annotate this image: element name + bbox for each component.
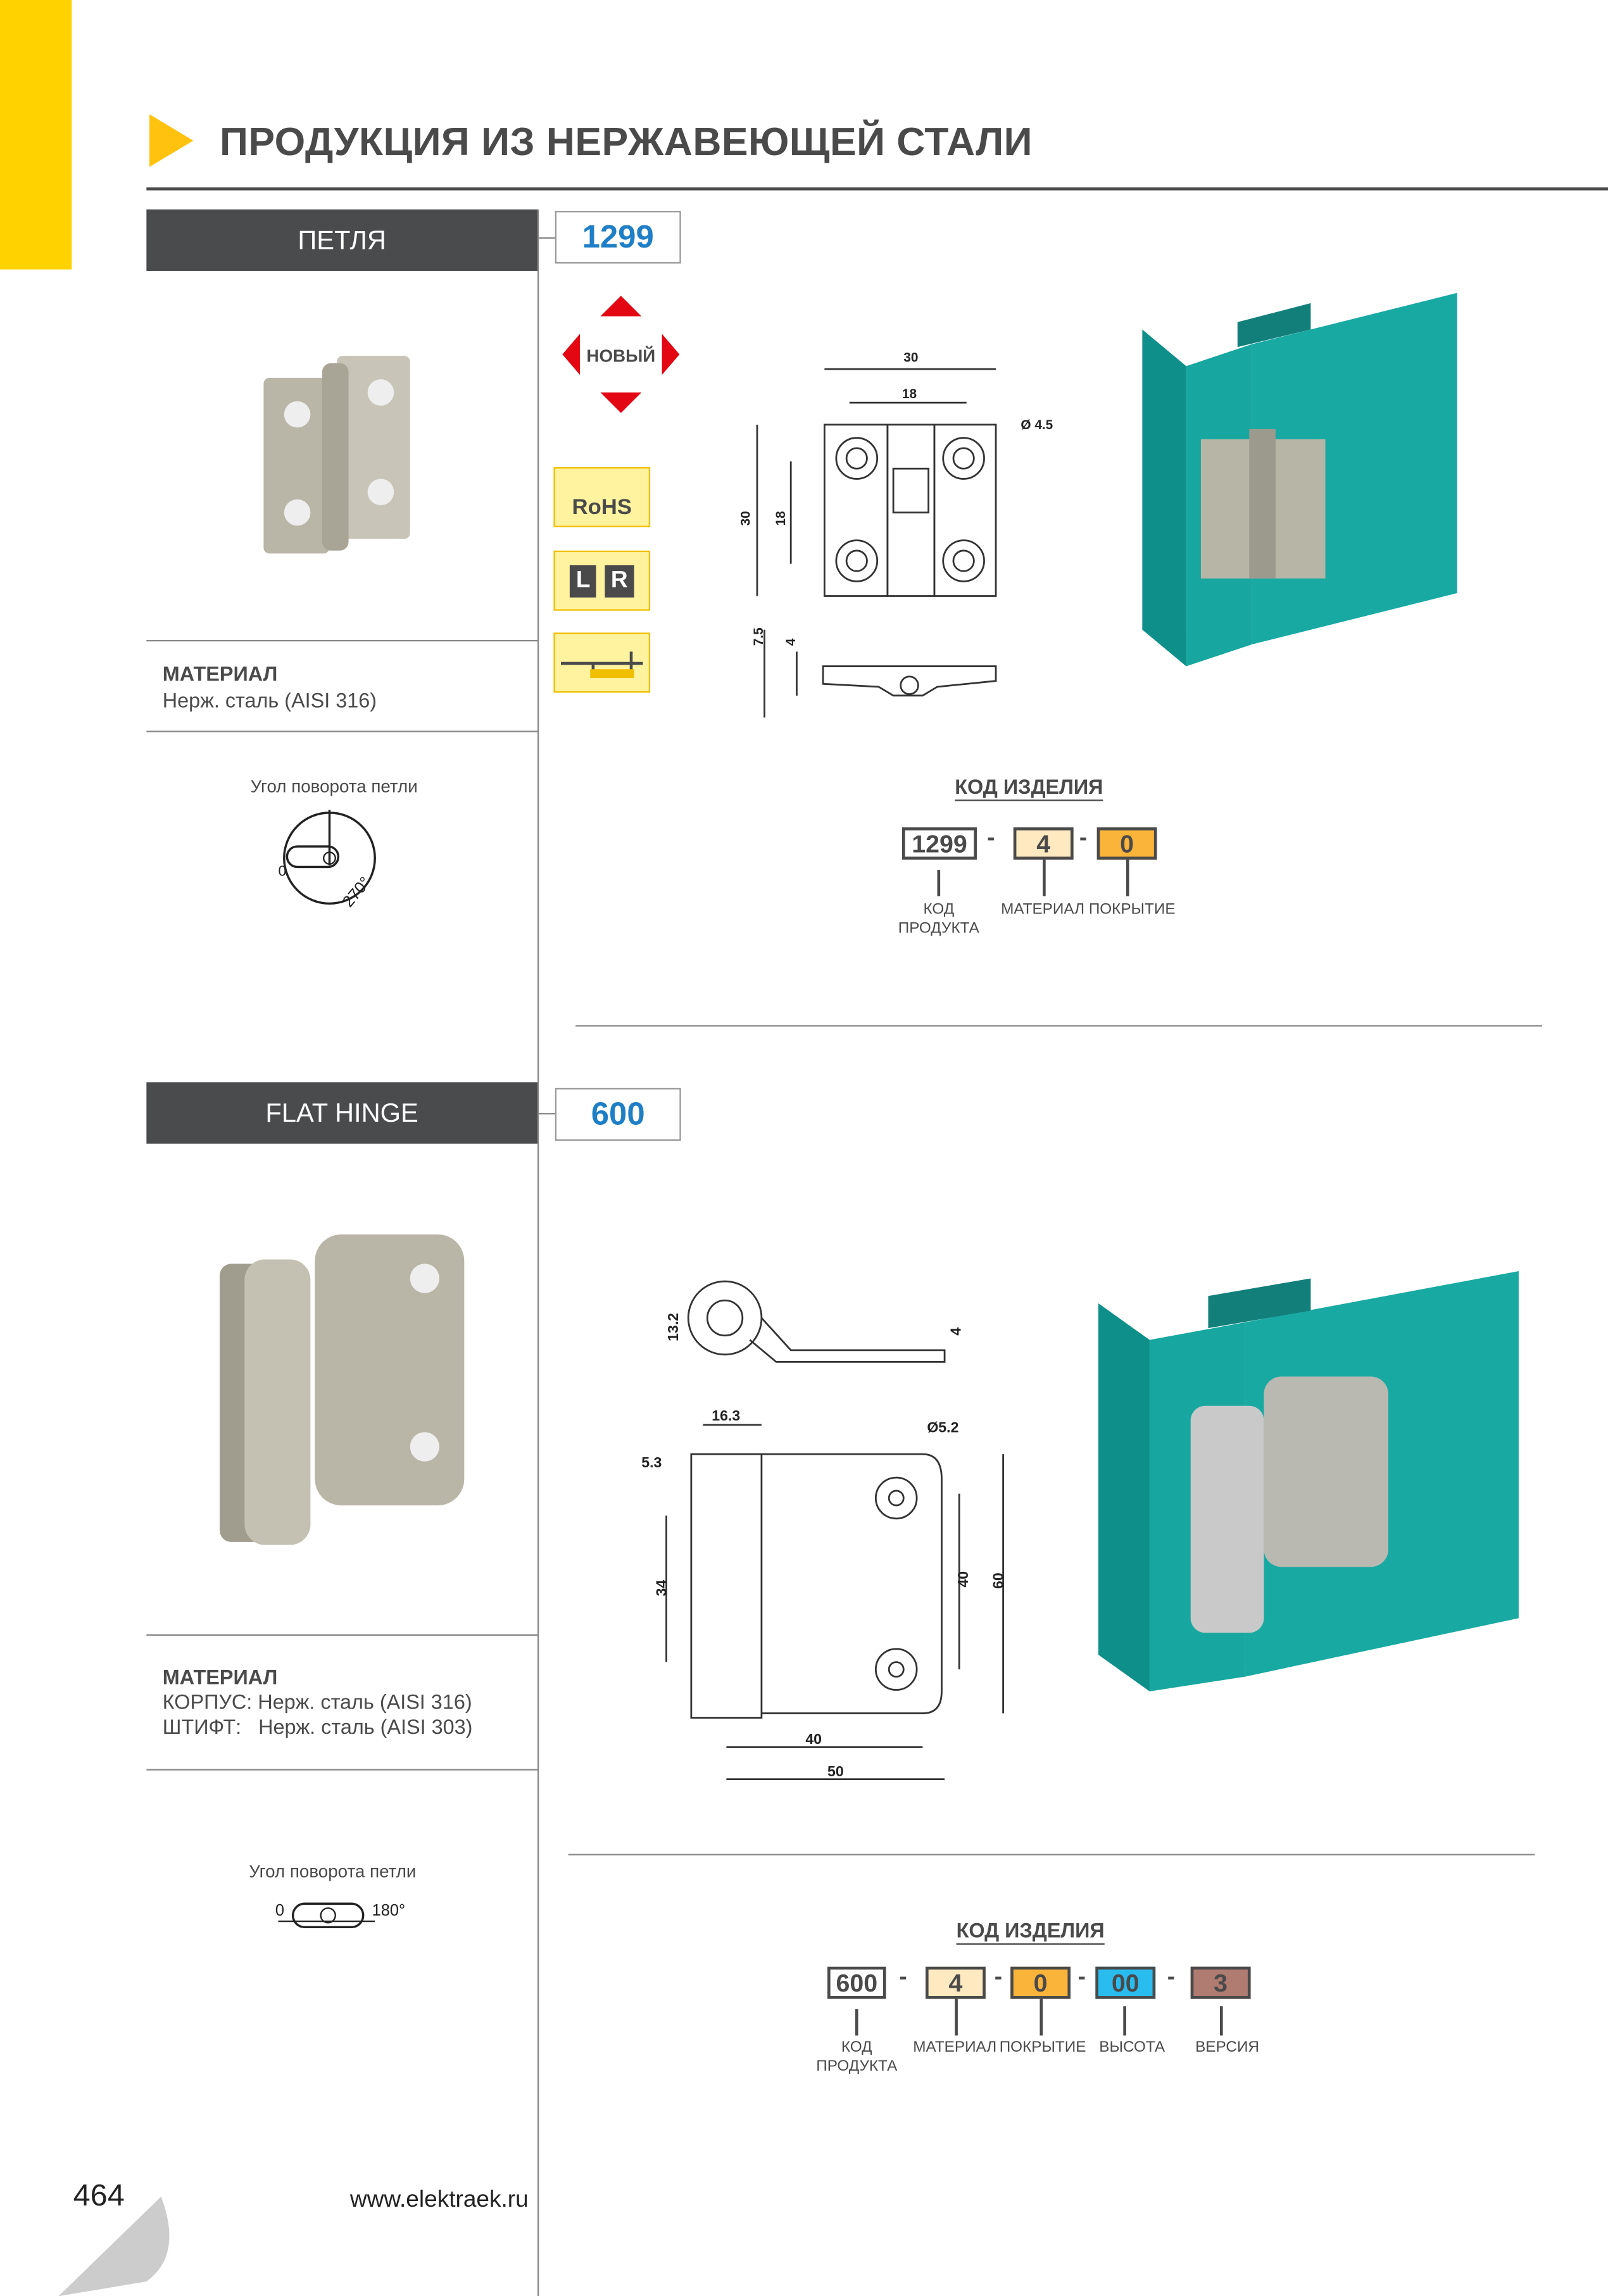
svg-text:18: 18	[774, 511, 788, 525]
order-code-coating: 0	[1096, 827, 1157, 860]
svg-text:4: 4	[948, 1327, 964, 1336]
label-product-code: КОД ПРОДУКТА	[898, 900, 979, 938]
stem	[855, 2009, 858, 2036]
product-name-band: FLAT HINGE	[146, 1082, 537, 1144]
order-code-product: 600	[827, 1966, 886, 1999]
code-dash: -	[1079, 825, 1088, 851]
code-dash: -	[994, 1965, 1003, 1990]
rotation-270-icon: 0 270°	[279, 810, 376, 910]
order-code-title: КОД ИЗДЕЛИЯ	[956, 1918, 1105, 1942]
order-code-material: 4	[1013, 827, 1074, 860]
svg-text:4: 4	[784, 638, 798, 646]
label-height: ВЫСОТА	[1099, 2038, 1165, 2056]
svg-text:Ø 4.5: Ø 4.5	[1021, 418, 1053, 432]
stem	[1043, 859, 1045, 896]
order-code-title: КОД ИЗДЕЛИЯ	[955, 774, 1103, 798]
yellow-corner-band	[0, 0, 72, 270]
stem	[955, 1998, 957, 2036]
svg-text:50: 50	[827, 1763, 844, 1779]
stem	[1126, 859, 1129, 896]
svg-text:30: 30	[738, 511, 753, 525]
code-connector	[537, 1113, 557, 1115]
svg-text:7.5: 7.5	[751, 627, 766, 646]
svg-text:Ø5.2: Ø5.2	[927, 1419, 958, 1435]
material-value: Нерж. сталь (AISI 316)	[162, 688, 377, 712]
website-link[interactable]: www.elektraek.ru	[349, 2188, 529, 2213]
product-name-band: ПЕТЛЯ	[146, 209, 537, 271]
rohs-badge: RoHS	[553, 467, 651, 527]
label-coating: ПОКРЫТИЕ	[999, 2038, 1086, 2056]
stem	[1123, 2006, 1126, 2036]
page-number: 464	[73, 2179, 125, 2213]
page-title: ПРОДУКЦИЯ ИЗ НЕРЖАВЕЮЩЕЙ СТАЛИ	[219, 120, 1033, 165]
code-dash: -	[899, 1965, 907, 1990]
material-label: МАТЕРИАЛ	[162, 1665, 278, 1689]
product-code: 1299	[555, 211, 681, 264]
hinge-600-mounted-illustration	[1098, 1270, 1519, 1691]
label-coating: ПОКРЫТИЕ	[1088, 900, 1176, 919]
hinge-1299-mounted-illustration	[1142, 292, 1457, 667]
separator	[146, 639, 537, 642]
rotation-label: Угол поворота петли	[249, 1861, 417, 1882]
separator	[568, 1854, 1535, 1855]
stem	[937, 870, 939, 896]
new-badge: НОВЫЙ	[560, 293, 682, 416]
label-material: МАТЕРИАЛ	[913, 2038, 997, 2056]
stem	[1219, 2006, 1222, 2036]
left-right-badge: L R	[553, 550, 651, 611]
technical-drawing-1299: 30 18 Ø 4.5 30 18 7.5 4	[738, 350, 1053, 718]
svg-text:30: 30	[903, 350, 918, 365]
order-code-material: 4	[926, 1966, 986, 1999]
rotation-180-icon: 0 180°	[275, 1902, 406, 1929]
svg-text:16.3: 16.3	[712, 1407, 740, 1424]
mounting-badge	[553, 632, 651, 693]
material-label: МАТЕРИАЛ	[162, 662, 278, 686]
label-product-code: КОД ПРОДУКТА	[816, 2038, 898, 2075]
technical-drawing-600: 13.2 4 16.3 Ø5.2 5.3 34 40 60 40 50	[641, 1280, 1007, 1781]
svg-text:40: 40	[955, 1571, 971, 1588]
rotation-label: Угол поворота петли	[250, 776, 418, 797]
svg-text:0: 0	[279, 862, 287, 879]
svg-text:60: 60	[990, 1572, 1007, 1589]
code-connector	[537, 237, 557, 239]
code-dash: -	[1167, 1965, 1176, 1990]
label-version: ВЕРСИЯ	[1195, 2038, 1259, 2056]
svg-text:13.2: 13.2	[665, 1313, 681, 1341]
order-code-version: 3	[1190, 1966, 1251, 1999]
separator	[146, 1634, 537, 1636]
stem	[1040, 1998, 1042, 2036]
svg-text:5.3: 5.3	[641, 1454, 662, 1471]
label-material: МАТЕРИАЛ	[1001, 900, 1085, 919]
flat-hinge-600-photo	[219, 1234, 465, 1545]
page-corner-curl	[0, 2152, 178, 2296]
column-divider	[537, 209, 539, 2296]
separator	[575, 1025, 1542, 1027]
order-code-coating: 0	[1010, 1966, 1071, 1999]
separator	[146, 731, 537, 732]
svg-text:18: 18	[902, 387, 917, 401]
order-code-height: 00	[1095, 1966, 1156, 1999]
svg-text:180°: 180°	[372, 1902, 406, 1919]
order-code-product: 1299	[901, 827, 977, 860]
title-divider	[146, 187, 1608, 190]
material-body: КОРПУС: Нерж. сталь (AISI 316)	[162, 1690, 472, 1714]
hinge-1299-photo	[263, 356, 410, 554]
code-dash: -	[987, 825, 995, 851]
svg-text:40: 40	[805, 1731, 822, 1747]
material-pin: ШТИФТ: Нерж. сталь (AISI 303)	[162, 1714, 473, 1738]
separator	[146, 1769, 537, 1771]
svg-text:0: 0	[275, 1902, 284, 1919]
triangle-bullet-icon	[149, 114, 194, 167]
svg-text:34: 34	[653, 1580, 670, 1597]
code-dash: -	[1077, 1965, 1086, 1990]
product-code: 600	[555, 1088, 681, 1141]
